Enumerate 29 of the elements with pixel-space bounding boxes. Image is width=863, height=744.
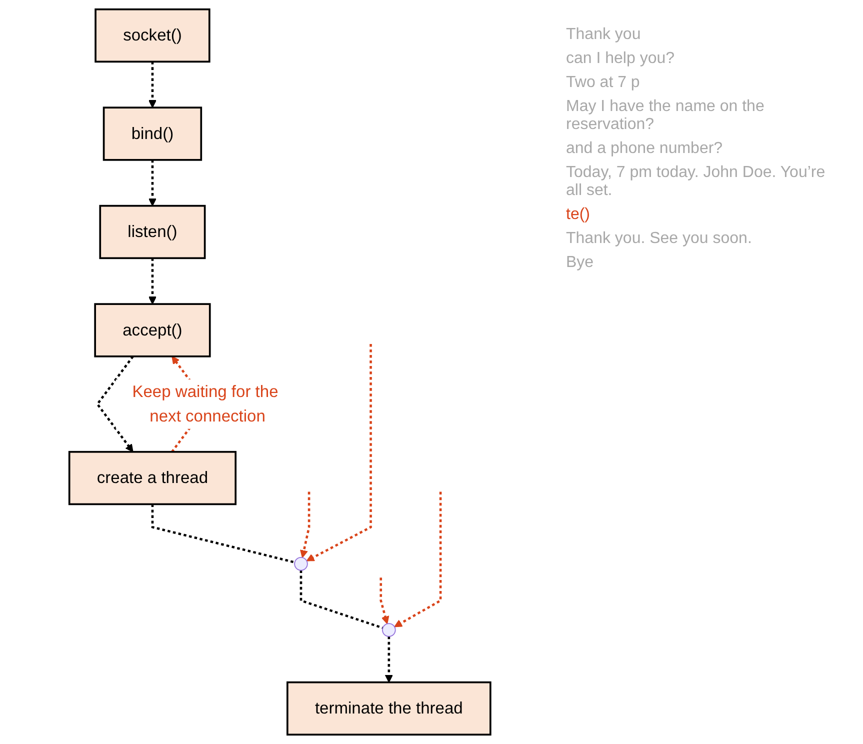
node-box: socket() [94, 8, 210, 63]
arrow [300, 492, 310, 558]
node-box: bind() [103, 106, 202, 161]
arrow [384, 636, 394, 683]
faded-text: Thank you [566, 26, 642, 44]
arrow [306, 344, 372, 562]
faded-text: Bye [566, 254, 595, 272]
faded-text: can I help you? [566, 50, 676, 68]
faded-text: and a phone number? [566, 140, 724, 158]
node-point [382, 623, 396, 637]
node-box: listen() [99, 204, 206, 260]
arrow [148, 258, 157, 304]
node-box: create a thread [68, 450, 237, 506]
node-point [294, 556, 308, 571]
arrow [148, 160, 157, 206]
function-label: te() [566, 206, 591, 224]
arrow [96, 356, 134, 452]
node-box: terminate the thread [286, 681, 492, 736]
arrow [394, 492, 442, 628]
faded-text: Two at 7 p [566, 74, 641, 92]
connector [151, 504, 296, 564]
connector [300, 570, 384, 630]
faded-text: May I have the name on the reservation? [566, 98, 766, 134]
arrow [380, 578, 390, 624]
node-box: accept() [94, 303, 211, 358]
arrow [148, 62, 157, 108]
faded-text: Thank you. See you soon. [566, 230, 753, 248]
edge-label: Keep waiting for the next connection [132, 382, 278, 426]
faded-text: Today, 7 pm today. John Doe. You’re all set. [566, 164, 826, 200]
